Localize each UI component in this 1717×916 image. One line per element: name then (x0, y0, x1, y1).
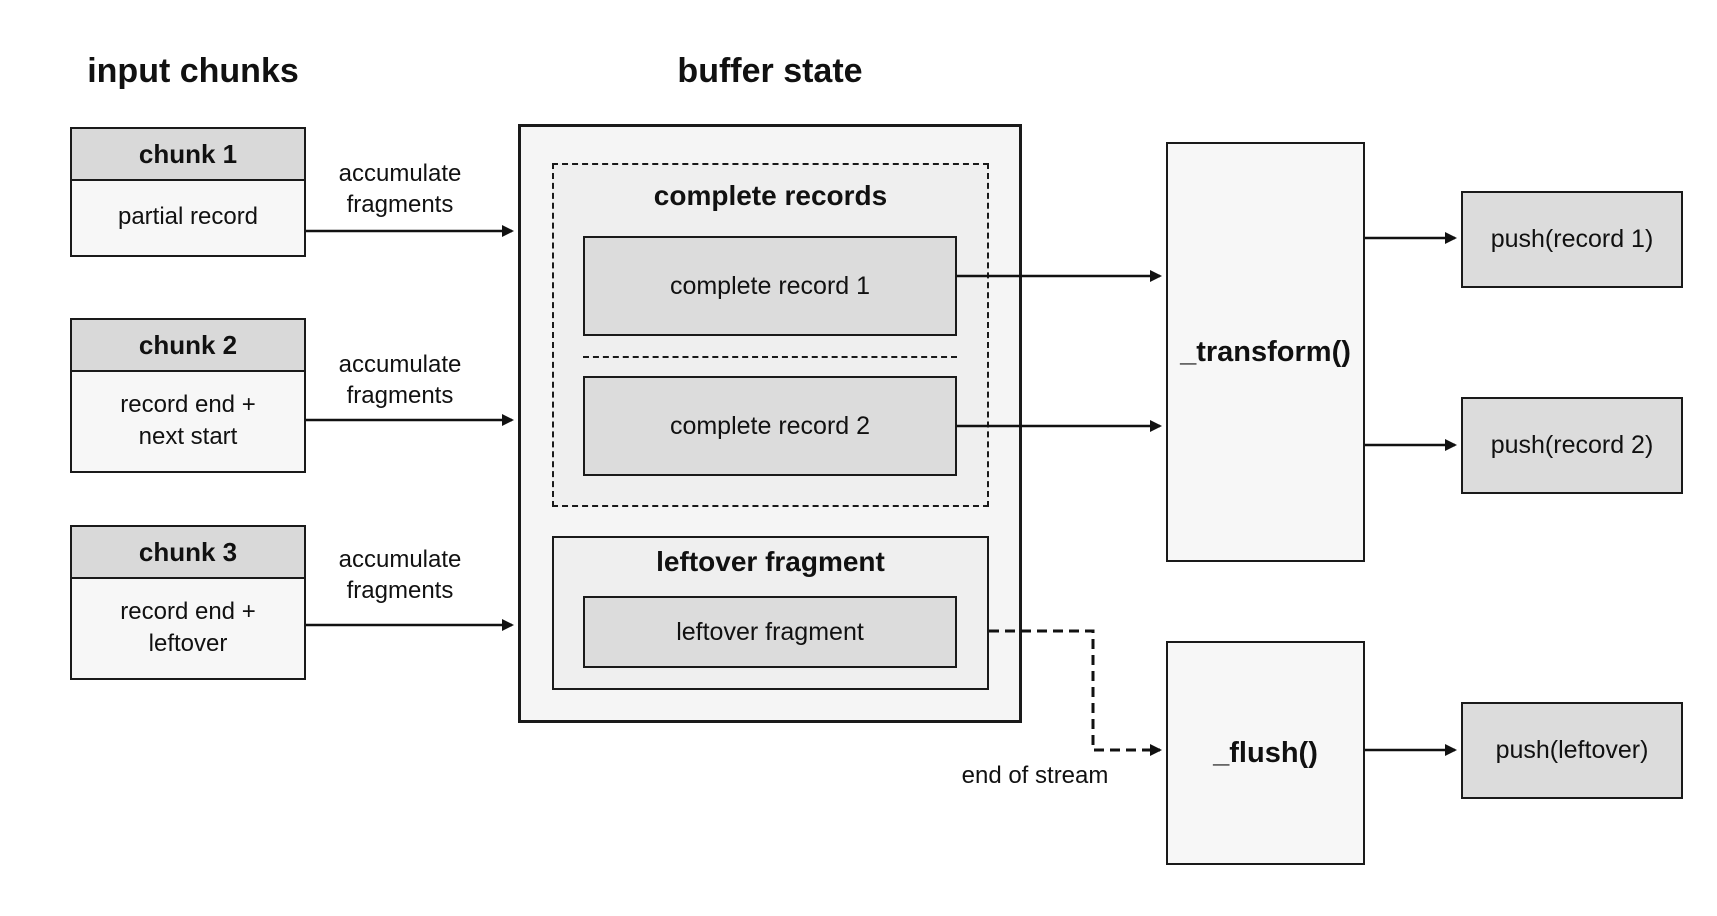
accumulate-label-2: accumulate fragments (338, 351, 462, 409)
record-separator (583, 356, 957, 358)
chunk-2: chunk 2 record end + next start (70, 318, 306, 473)
leftover-fragment-title: leftover fragment (656, 546, 885, 577)
flush-process: _flush() (1166, 641, 1365, 865)
chunk-1-title: chunk 1 (72, 129, 304, 181)
chunk-3-body: record end + leftover (120, 597, 256, 657)
push-record-1: push(record 1) (1461, 191, 1683, 288)
end-of-stream-label: end of stream (961, 762, 1109, 789)
chunk-2-title: chunk 2 (72, 320, 304, 372)
chunk-1-body: partial record (117, 203, 259, 230)
leftover-fragment-item: leftover fragment (583, 596, 957, 668)
input-chunks-heading: input chunks (87, 52, 299, 90)
chunk-1: chunk 1 partial record (70, 127, 306, 257)
push-record-2: push(record 2) (1461, 397, 1683, 494)
push-leftover: push(leftover) (1461, 702, 1683, 799)
buffer-state-heading: buffer state (677, 52, 863, 90)
complete-record-2: complete record 2 (583, 376, 957, 476)
complete-record-1: complete record 1 (583, 236, 957, 336)
accumulate-label-3: accumulate fragments (338, 546, 462, 604)
chunk-3-title: chunk 3 (72, 527, 304, 579)
transform-process: _transform() (1166, 142, 1365, 562)
chunk-3: chunk 3 record end + leftover (70, 525, 306, 680)
arrow-leftover-to-flush (989, 629, 1162, 756)
chunk-2-body: record end + next start (120, 390, 256, 450)
accumulate-label-1: accumulate fragments (338, 160, 462, 218)
complete-records-title: complete records (653, 180, 888, 211)
